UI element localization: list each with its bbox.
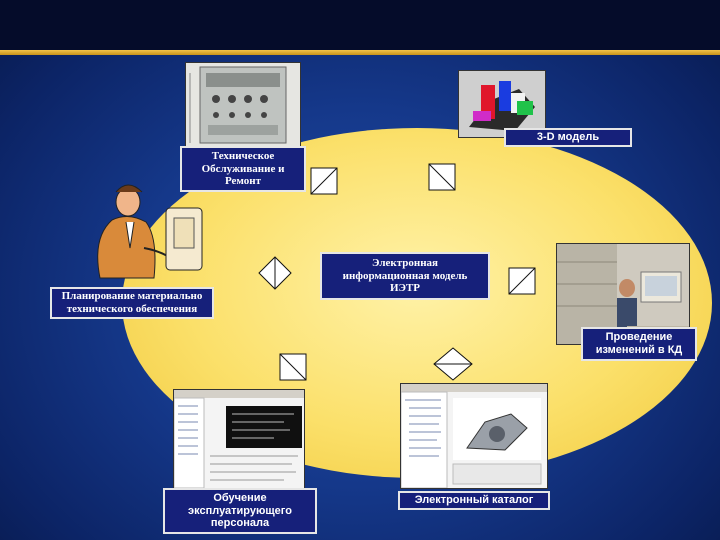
model3d-photo — [458, 70, 546, 138]
model3d-label: 3-D модель — [504, 128, 632, 147]
planning-label: Планирование материально технического об… — [50, 287, 214, 319]
connector-model3d — [427, 162, 457, 192]
training-screenshot — [173, 389, 305, 489]
planning-clipart — [86, 178, 216, 288]
connector-planning — [258, 256, 292, 290]
maintenance-photo — [185, 62, 301, 150]
catalog-screenshot — [400, 383, 548, 489]
connector-catalog — [433, 347, 473, 381]
training-label: Обучение эксплуатирующего персонала — [163, 488, 317, 534]
connector-maintenance — [309, 166, 339, 196]
header-bar — [0, 0, 720, 50]
catalog-label: Электронный каталог — [398, 491, 550, 510]
maintenance-label: Техническое Обслуживание и Ремонт — [180, 146, 306, 192]
connector-training — [278, 352, 308, 382]
center-label: Электронная информационная модель ИЭТР — [320, 252, 490, 300]
header-accent-line — [0, 50, 720, 55]
changes-label: Проведение изменений в КД — [581, 327, 697, 361]
connector-changes — [507, 266, 537, 296]
